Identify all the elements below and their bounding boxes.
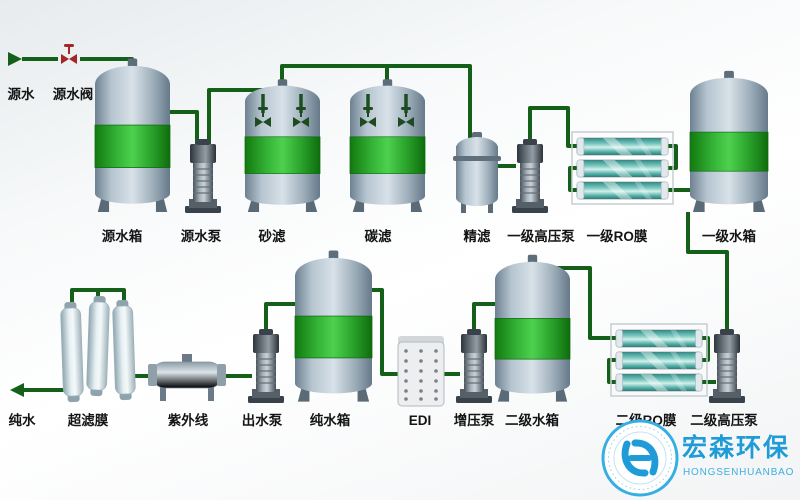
pipe-ro2-to-tank2 <box>548 266 618 340</box>
logo-mark-icon <box>601 419 679 497</box>
pipe-edi-to-pure-tank <box>366 288 398 376</box>
pure-water-arrow <box>10 383 24 397</box>
sand-filter-tank <box>244 78 321 213</box>
ro2-elbow-right <box>700 336 710 362</box>
ro2-elbow-left <box>607 358 618 384</box>
inlet-valve-label: 源水阀 <box>53 86 94 102</box>
source-water-tank <box>94 57 171 213</box>
logo-name-en: HONGSENHUANBAO <box>683 467 794 478</box>
stage1-hp-pump <box>511 138 549 214</box>
fine-filter <box>453 132 501 213</box>
uf-membranes <box>59 295 137 403</box>
uf-membrane-label: 超滤膜 <box>67 412 109 428</box>
stage2-water-tank-label: 二级水箱 <box>505 412 559 428</box>
carbon-filter-tank <box>349 78 426 213</box>
uv-label: 紫外线 <box>168 412 209 428</box>
sand-filter-label: 砂滤 <box>259 228 286 244</box>
stage1-ro-label: 一级RO膜 <box>587 228 648 244</box>
pure-water-tank <box>294 250 373 403</box>
stage1-ro-membranes <box>571 131 674 205</box>
pipe-tank2-to-booster <box>472 302 496 336</box>
stage2-hp-pump-label: 二级高压泵 <box>690 412 758 428</box>
pipe-pure-tank-to-outlet-pump <box>264 302 296 336</box>
booster-pump-label: 增压泵 <box>454 412 495 428</box>
carbon-filter-label: 碳滤 <box>365 228 392 244</box>
source-water-tank-label: 源水箱 <box>102 228 143 244</box>
stage2-water-tank <box>494 254 571 403</box>
outlet-pump-label: 出水泵 <box>242 412 283 428</box>
edi-module <box>397 336 445 407</box>
pure-water-label: 纯水 <box>9 412 36 428</box>
inlet-label: 源水 <box>8 86 35 102</box>
stage2-ro-membranes <box>610 323 708 397</box>
pipe-hp-pump-to-ro1 <box>528 106 578 148</box>
fine-filter-label: 精滤 <box>464 228 491 244</box>
stage1-water-tank <box>689 70 769 213</box>
source-water-pump-label: 源水泵 <box>181 228 222 244</box>
outlet-pump <box>247 328 285 404</box>
stage2-hp-pump <box>708 328 746 404</box>
labels-layer: 源水 源水阀 源水箱 源水泵 砂滤 碳滤 精滤 一级高压泵 一级RO膜 一级水箱… <box>8 86 759 428</box>
logo-name-cn: 宏森环保 <box>682 433 790 462</box>
company-logo: 宏森环保 HONGSENHUANBAO <box>601 419 794 497</box>
edi-label: EDI <box>409 413 432 428</box>
stage1-hp-pump-label: 一级高压泵 <box>507 228 575 244</box>
equipment-layer <box>59 57 769 407</box>
pure-water-tank-label: 纯水箱 <box>310 412 351 428</box>
stage1-water-tank-label: 一级水箱 <box>702 228 756 244</box>
uv-sterilizer <box>148 354 226 401</box>
ro1-elbow-left <box>568 166 580 192</box>
pipe-tank1-to-hp-pump2 <box>686 212 729 338</box>
source-water-valve-icon <box>61 44 77 64</box>
ro1-elbow-right <box>666 144 678 170</box>
inlet-flow-arrow <box>8 52 22 66</box>
pipe-source-tank-to-pump <box>170 110 199 146</box>
booster-pump <box>455 328 493 404</box>
filter-valves <box>255 94 414 127</box>
source-water-pump <box>184 138 222 214</box>
